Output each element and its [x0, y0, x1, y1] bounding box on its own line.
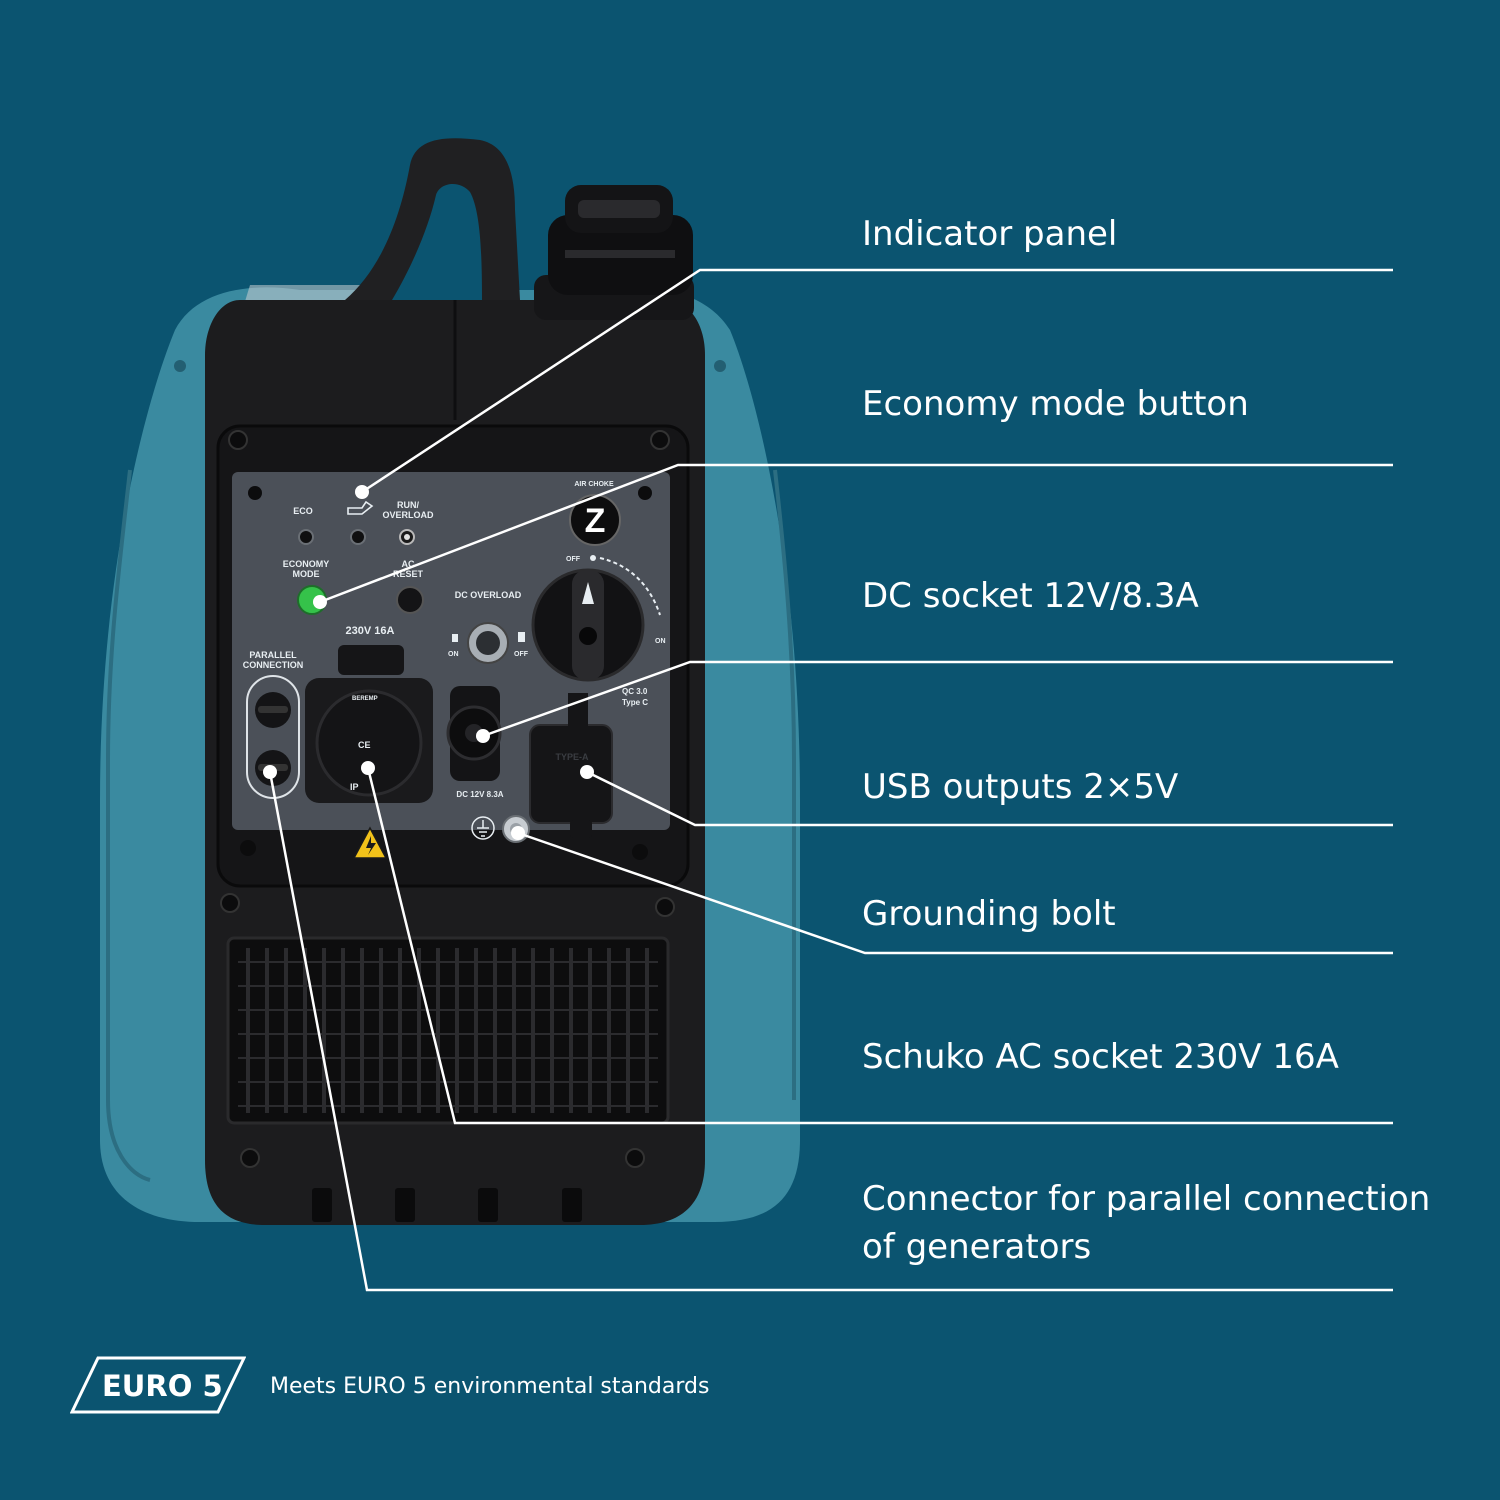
- ac-reset-button[interactable]: [396, 586, 424, 614]
- socket-brand-text: BEREMP: [352, 696, 378, 702]
- dot-grounding-bolt: [511, 826, 525, 840]
- leader-usb-outputs: [586, 770, 1393, 827]
- schuko-socket[interactable]: [315, 689, 423, 797]
- ground-symbol-icon: [471, 816, 495, 840]
- callout-dots: [263, 485, 594, 840]
- air-choke-knob[interactable]: [569, 494, 621, 546]
- eco-label: ECO: [293, 506, 313, 516]
- dot-indicator-panel: [355, 485, 369, 499]
- leader-parallel-connector: [268, 771, 1393, 1292]
- dc-on-label: ON: [448, 651, 459, 658]
- ac-rating-label: 230V 16A: [346, 625, 395, 637]
- run-overload-label-line1: RUN/: [397, 500, 419, 510]
- fuel-cap: [534, 185, 694, 320]
- callout-economy-mode-button: Economy mode button: [862, 384, 1249, 424]
- oil-warning-icon: [347, 500, 374, 515]
- callout-leader-lines: [268, 268, 1393, 1292]
- leader-schuko-socket: [366, 767, 1393, 1125]
- ac-reset-label-line1: AC: [402, 559, 415, 569]
- euro5-description: Meets EURO 5 environmental standards: [270, 1374, 710, 1399]
- dot-economy-mode-button: [313, 595, 327, 609]
- fuel-on-label: ON: [655, 638, 666, 645]
- economy-mode-label-line1: ECONOMY: [283, 559, 330, 569]
- euro5-badge: [70, 1356, 246, 1414]
- leader-indicator-panel: [361, 268, 1393, 494]
- air-choke-label: AIR CHOKE: [574, 481, 614, 488]
- callout-usb-outputs: USB outputs 2×5V: [862, 767, 1179, 807]
- usb-outputs-cover[interactable]: [529, 724, 613, 824]
- dc-overload-label: DC OVERLOAD: [455, 590, 522, 600]
- parallel-label-line1: PARALLEL: [249, 650, 297, 660]
- ip-mark: IP: [350, 782, 359, 792]
- ac-reset-label-line2: RESET: [393, 569, 424, 579]
- dot-schuko-socket: [361, 761, 375, 775]
- brand-logo: Z: [585, 502, 606, 540]
- economy-mode-label-line2: MODE: [293, 569, 320, 579]
- oil-indicator-lamp: [350, 529, 366, 545]
- parallel-label-line2: CONNECTION: [243, 660, 304, 670]
- run-overload-label-line2: OVERLOAD: [382, 510, 434, 520]
- leader-economy-mode-button: [319, 463, 1393, 604]
- dc-off-label: OFF: [514, 651, 529, 658]
- leader-dc-socket: [482, 660, 1393, 738]
- usb-type-label: TYPE-A: [555, 752, 589, 762]
- callout-grounding-bolt: Grounding bolt: [862, 894, 1116, 934]
- dc-rating-label: DC 12V 8.3A: [456, 790, 503, 799]
- qc-label-line2: Type C: [622, 698, 648, 707]
- ce-mark: CE: [358, 740, 371, 750]
- dot-dc-socket: [476, 729, 490, 743]
- fuel-off-label: OFF: [566, 556, 581, 563]
- vent-grille: [226, 936, 670, 1125]
- leader-grounding-bolt: [517, 831, 1393, 955]
- callout-dc-socket: DC socket 12V/8.3A: [862, 576, 1199, 616]
- callout-schuko-socket: Schuko AC socket 230V 16A: [862, 1037, 1339, 1077]
- eco-indicator-lamp: [298, 529, 314, 545]
- euro5-badge-text: EURO 5: [102, 1369, 223, 1403]
- dot-parallel-connector: [263, 765, 277, 779]
- qc-label-line1: QC 3.0: [622, 687, 648, 696]
- callout-indicator-panel: Indicator panel: [862, 214, 1118, 254]
- dot-usb-outputs: [580, 765, 594, 779]
